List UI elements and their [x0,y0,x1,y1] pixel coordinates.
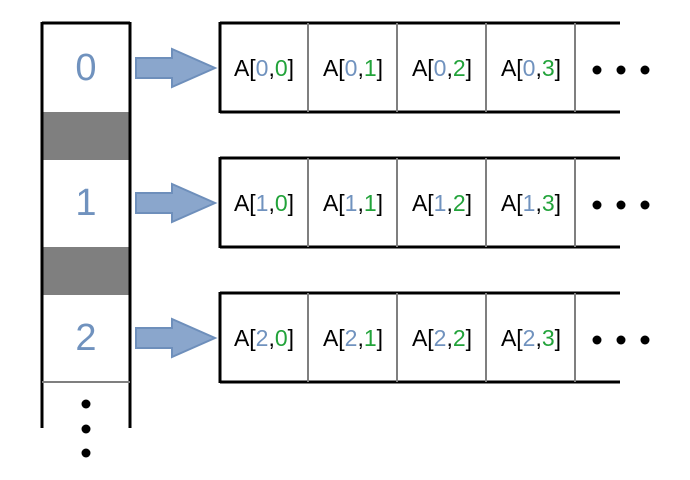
separator-block-2 [42,247,130,295]
cell-0-2: A[0,2] [411,55,473,81]
row-2-continuation-dot-3 [640,335,650,345]
row-array-0 [218,21,650,114]
pointer-slot-label-0: 0 [75,47,97,89]
pointer-array-continuation-dot-1 [81,399,91,409]
cell-0-0: A[0,0] [233,55,295,81]
cell-0-3: A[0,3] [500,55,562,81]
pointer-array-continuation-dot-2 [81,424,91,434]
cell-2-0: A[2,0] [233,325,295,351]
row-1-continuation-dot-3 [640,200,650,210]
cell-2-1: A[2,1] [322,325,384,351]
row-2-continuation-dot-1 [592,335,602,345]
pointer-array-continuation-dot-3 [81,448,91,458]
arrow-row-0 [135,47,218,89]
pointer-slot-label-2: 2 [75,317,97,359]
row-2-continuation-dot-2 [616,335,626,345]
cell-1-2: A[1,2] [411,190,473,216]
pointer-arrows [135,47,218,359]
separator-block-1 [42,112,130,160]
pointer-slot-label-1: 1 [75,182,97,224]
cell-1-3: A[1,3] [500,190,562,216]
cell-0-1: A[0,1] [322,55,384,81]
cell-2-3: A[2,3] [500,325,562,351]
row-1-continuation-dot-1 [592,200,602,210]
row-array-1 [218,156,650,249]
row-0-continuation-dot-3 [640,65,650,75]
cell-1-1: A[1,1] [322,190,384,216]
cell-2-2: A[2,2] [411,325,473,351]
row-0-continuation-dot-2 [616,65,626,75]
cell-1-0: A[1,0] [233,190,295,216]
arrow-row-2 [135,317,218,359]
row-1-continuation-dot-2 [616,200,626,210]
row-0-continuation-dot-1 [592,65,602,75]
arrow-row-1 [135,182,218,224]
row-array-2 [218,291,650,384]
pointer-array [40,21,132,458]
